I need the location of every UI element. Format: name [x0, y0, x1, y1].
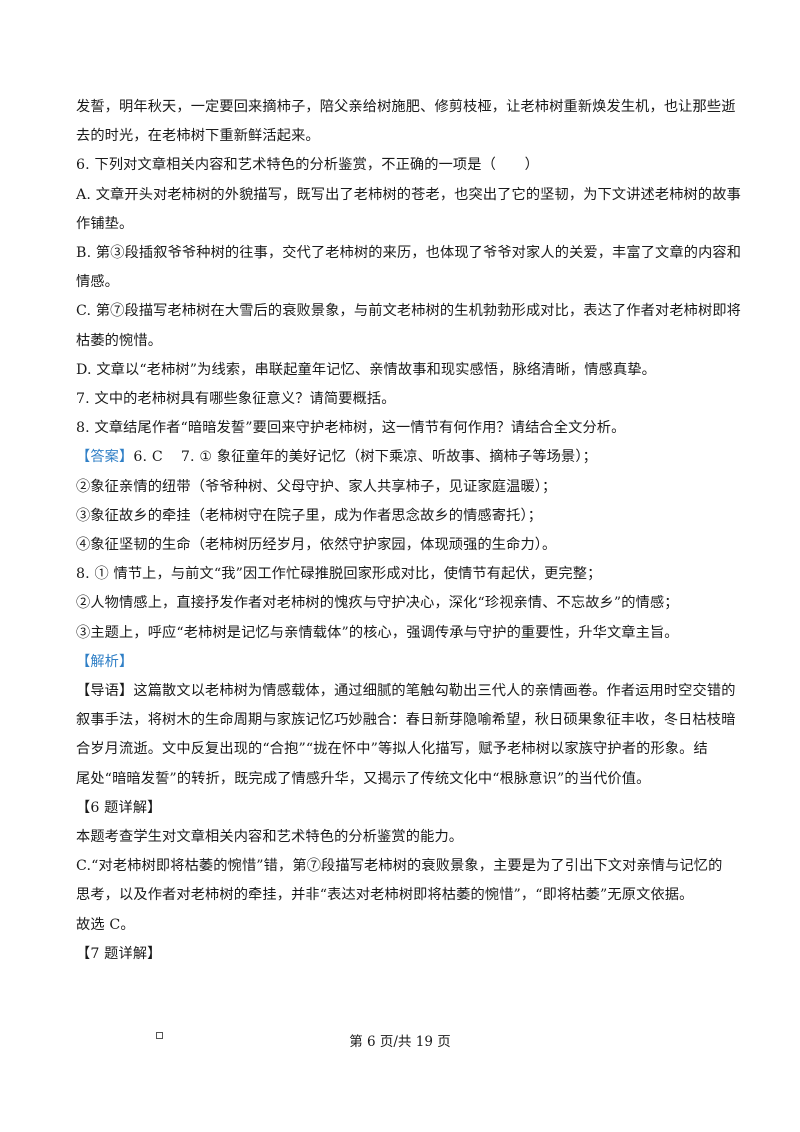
answer-q7-item-3: ③象征故乡的牵挂（老柿树守在院子里，成为作者思念故乡的情感寄托）； — [76, 507, 543, 524]
detail-6-conclusion: 故选 C。 — [76, 916, 135, 933]
question-6-option-a: A. 文章开头对老柿树的外貌描写，既写出了老柿树的苍老，也突出了它的坚韧，为下文… — [76, 186, 741, 203]
detail-7-heading: 【7 题详解】 — [76, 945, 162, 962]
page-number: 第 6 页/共 19 页 — [349, 1034, 451, 1050]
detail-6-text: 本题考查学生对文章相关内容和艺术特色的分析鉴赏的能力。 — [76, 829, 464, 846]
answer-tag: 【答案】 — [76, 449, 134, 466]
detail-6-text: 思考，以及作者对老柿树的牵挂，并非“表达对老柿树即将枯萎的惋惜”，“即将枯萎”无… — [76, 887, 694, 904]
answer-q7-item-2: ②象征亲情的纽带（爷爷种树、父母守护、家人共享柿子，见证家庭温暖）； — [76, 478, 557, 495]
question-6-option-c-cont: 枯萎的惋惜。 — [76, 332, 163, 349]
answer-q8-item-3: ③主题上，呼应“老柿树是记忆与亲情载体”的核心，强调传承与守护的重要性，升华文章… — [76, 624, 679, 641]
passage-text-line: 发誓，明年秋天，一定要回来摘柿子，陪父亲给树施肥、修剪枝桠，让老柿树重新焕发生机… — [76, 99, 736, 115]
small-square-mark — [156, 1032, 163, 1039]
answer-q6: 6. C — [133, 449, 163, 466]
detail-6-heading: 【6 题详解】 — [76, 799, 162, 816]
question-6-option-b-cont: 情感。 — [76, 274, 120, 291]
answer-q7-item-4: ④象征坚韧的生命（老柿树历经岁月，依然守护家园，体现顽强的生命力）。 — [76, 537, 557, 554]
analysis-tag: 【解析】 — [76, 653, 134, 670]
question-6-stem: 6. 下列对文章相关内容和艺术特色的分析鉴赏，不正确的一项是（ ） — [76, 157, 539, 174]
question-6-option-a-cont: 作铺垫。 — [76, 215, 134, 232]
answer-q8-item-2: ②人物情感上，直接抒发作者对老柿树的愧疚与守护决心，深化“珍视亲情、不忘故乡”的… — [76, 595, 679, 612]
answer-q8-item-1: 8. ① 情节上，与前文“我”因工作忙碌推脱回家形成对比，使情节有起伏，更完整； — [76, 566, 602, 583]
guide-text-line: 【导语】这篇散文以老柿树为情感载体，通过细腻的笔触勾勒出三代人的亲情画卷。作者运… — [76, 683, 736, 700]
guide-text-line: 叙事手法，将树木的生命周期与家族记忆巧妙融合：春日新芽隐喻希望，秋日硕果象征丰收… — [76, 712, 736, 729]
question-6-option-c: C. 第⑦段描写老柿树在大雪后的衰败景象，与前文老柿树的生机勃勃形成对比，表达了… — [76, 303, 742, 320]
question-8-stem: 8. 文章结尾作者“暗暗发誓”要回来守护老柿树，这一情节有何作用？请结合全文分析… — [76, 420, 626, 437]
detail-6-text: C.“对老柿树即将枯萎的惋惜”错，第⑦段描写老柿树的衰败景象，主要是为了引出下文… — [76, 858, 723, 875]
guide-text-line: 合岁月流逝。文中反复出现的“合抱”“拢在怀中”等拟人化描写，赋予老柿树以家族守护… — [76, 741, 708, 758]
answer-line: 【答案】6. C 7. ① 象征童年的美好记忆（树下乘凉、听故事、摘柿子等场景）； — [76, 443, 726, 472]
question-6-option-b: B. 第③段插叙爷爷种树的往事，交代了老柿树的来历，也体现了爷爷对家人的关爱，丰… — [76, 245, 742, 262]
answer-q7-item-1: 7. ① 象征童年的美好记忆（树下乘凉、听故事、摘柿子等场景）； — [180, 449, 597, 466]
guide-text-line: 尾处“暗暗发誓”的转折，既完成了情感升华，又揭示了传统文化中“根脉意识”的当代价… — [76, 770, 651, 787]
question-7-stem: 7. 文中的老柿树具有哪些象征意义？请简要概括。 — [76, 391, 396, 408]
question-6-option-d: D. 文章以“老柿树”为线索，串联起童年记忆、亲情故事和现实感悟，脉络清晰，情感… — [76, 361, 656, 378]
passage-text-line: 去的时光，在老柿树下重新鲜活起来。 — [76, 128, 320, 145]
page-content: 发誓，明年秋天，一定要回来摘柿子，陪父亲给树施肥、修剪枝桠，让老柿树重新焕发生机… — [76, 93, 742, 969]
